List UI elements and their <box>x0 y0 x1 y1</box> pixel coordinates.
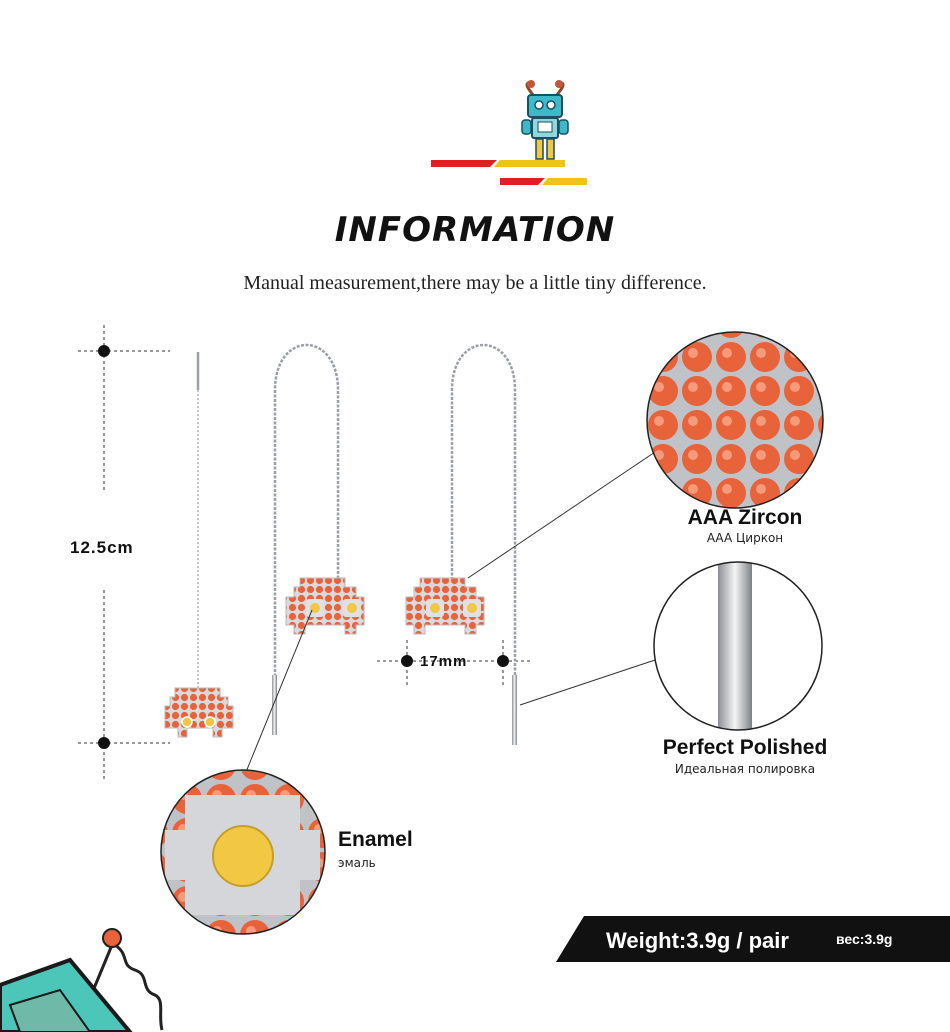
header-art <box>431 80 587 185</box>
stripe-red-bottom <box>500 178 545 185</box>
robot-mascot-icon <box>521 80 569 160</box>
weight-banner <box>556 916 950 962</box>
enamel-sublabel: эмаль <box>338 856 376 870</box>
page-subtitle: Manual measurement,there may be a little… <box>243 272 707 294</box>
stripe-yellow-top <box>494 160 565 167</box>
weight-label: Weight:3.9g / pair <box>606 928 789 953</box>
polish-leader <box>519 659 656 706</box>
zircon-sublabel: AAA Циркон <box>706 531 784 545</box>
stripe-red-top <box>431 160 497 167</box>
height-label: 12.5cm <box>70 538 134 557</box>
polish-sublabel: Идеальная полировка <box>674 762 816 776</box>
enamel-leader <box>245 609 313 773</box>
stripe-yellow-bottom <box>542 178 587 185</box>
zircon-label: AAA Zircon <box>687 506 803 529</box>
robot-corner-icon <box>0 928 164 1032</box>
earring-front-right <box>405 343 517 745</box>
zircon-leader <box>467 451 656 579</box>
earring-front-left <box>272 343 365 735</box>
earring-side-view <box>164 352 234 738</box>
polish-zoom-icon <box>653 561 823 731</box>
width-label: 17mm <box>420 653 468 670</box>
enamel-zoom-icon <box>160 769 326 935</box>
weight-label-ru: вес:3.9g <box>836 931 893 947</box>
product-illustration <box>0 325 824 1032</box>
polish-label: Perfect Polished <box>662 736 828 759</box>
enamel-label: Enamel <box>338 828 413 851</box>
page-title: INFORMATION <box>334 210 616 250</box>
zircon-zoom-icon <box>646 331 824 509</box>
